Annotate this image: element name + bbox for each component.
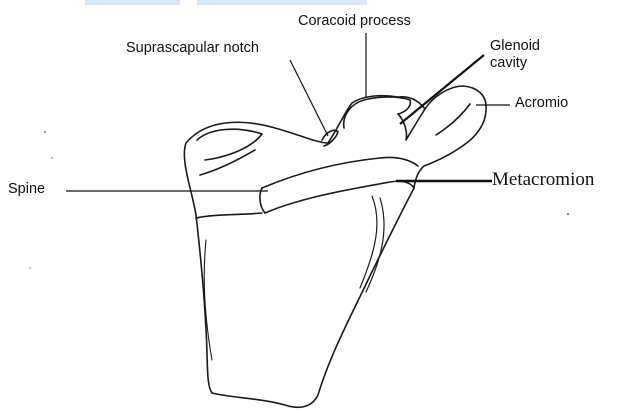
supraspinous-fossa-edge bbox=[197, 129, 262, 160]
scapular-spine bbox=[262, 157, 418, 188]
speckle-dot bbox=[29, 267, 31, 269]
suprascapular-leader bbox=[290, 60, 328, 136]
speckle-dot bbox=[567, 213, 569, 215]
label-spine: Spine bbox=[8, 182, 45, 198]
spine-root bbox=[260, 188, 265, 213]
label-suprascapular-notch: Suprascapular notch bbox=[126, 41, 259, 57]
label-metacromion: Metacromion bbox=[492, 170, 594, 191]
medial-border bbox=[204, 240, 212, 360]
lateral-border bbox=[360, 196, 377, 288]
label-acromio: Acromio bbox=[515, 96, 568, 112]
speckle-dot bbox=[51, 157, 53, 159]
acromion-process bbox=[436, 104, 470, 135]
label-glenoid-cavity: Glenoid cavity bbox=[490, 38, 540, 72]
suprascapular-notch bbox=[322, 130, 338, 146]
scapula-body-outline bbox=[184, 86, 486, 407]
scapular-spine-lower bbox=[265, 181, 414, 213]
speckle-dot bbox=[44, 131, 46, 133]
glenoid-leader bbox=[400, 55, 484, 124]
label-coracoid-process: Coracoid process bbox=[298, 14, 411, 30]
fossa-ridge bbox=[200, 150, 255, 175]
infraspinous-fossa bbox=[196, 213, 262, 218]
